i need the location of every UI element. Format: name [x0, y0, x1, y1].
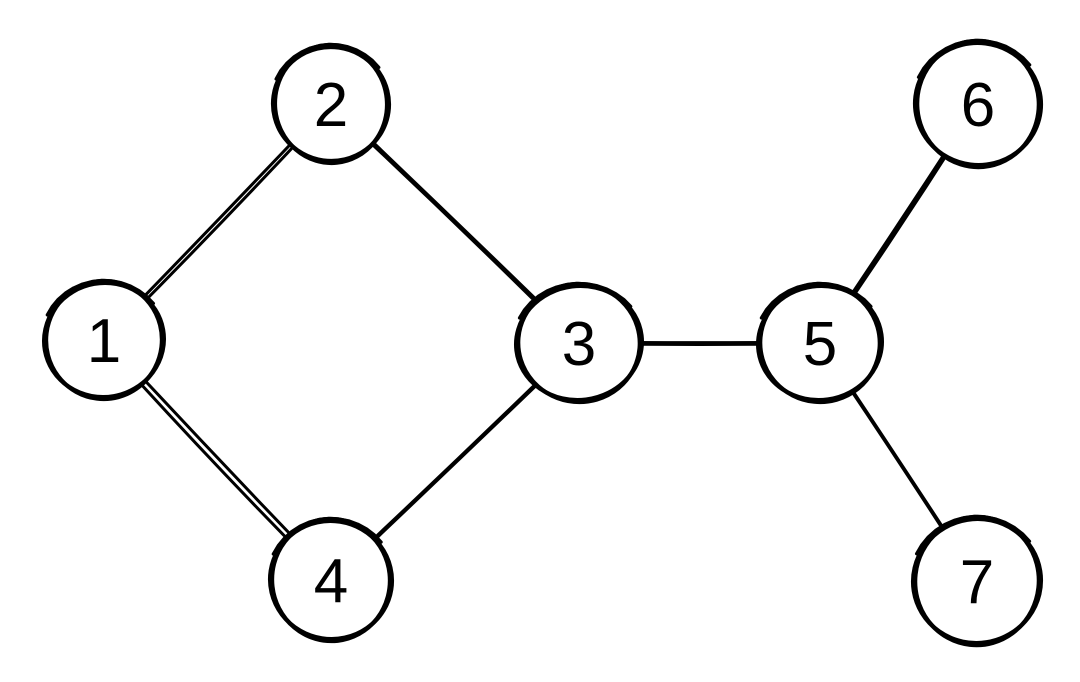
node-2: 2 [270, 42, 392, 166]
node-circle-overlap-stroke [271, 516, 383, 556]
node-circle-overlap-stroke [45, 278, 155, 317]
node-fill [274, 48, 388, 160]
node-circle-overlap-stroke [916, 38, 1032, 79]
node-3: 3 [513, 281, 645, 405]
node-label: 6 [961, 71, 995, 140]
node-circle-overlap-stroke [517, 281, 633, 320]
node-label: 2 [314, 71, 348, 140]
node-label: 1 [87, 307, 121, 376]
node-fill [916, 44, 1040, 164]
node-1: 1 [41, 278, 167, 402]
node-6: 6 [912, 38, 1044, 170]
node-fill [759, 287, 881, 399]
node-7: 7 [910, 514, 1044, 648]
node-circle-overlap-stroke [759, 281, 873, 320]
node-circle-overlap-stroke [915, 514, 1032, 556]
node-circle [513, 283, 645, 403]
node-label: 5 [803, 310, 837, 379]
node-label: 3 [562, 310, 596, 379]
node-fill [914, 520, 1040, 642]
node-label: 4 [314, 547, 348, 616]
node-circle [755, 283, 885, 403]
node-4: 4 [267, 516, 395, 644]
node-label: 7 [960, 548, 994, 617]
node-fill [45, 284, 163, 396]
node-fill [517, 287, 641, 399]
node-circle-overlap-stroke [274, 42, 381, 81]
node-fill [271, 522, 391, 638]
node-5: 5 [755, 281, 885, 405]
